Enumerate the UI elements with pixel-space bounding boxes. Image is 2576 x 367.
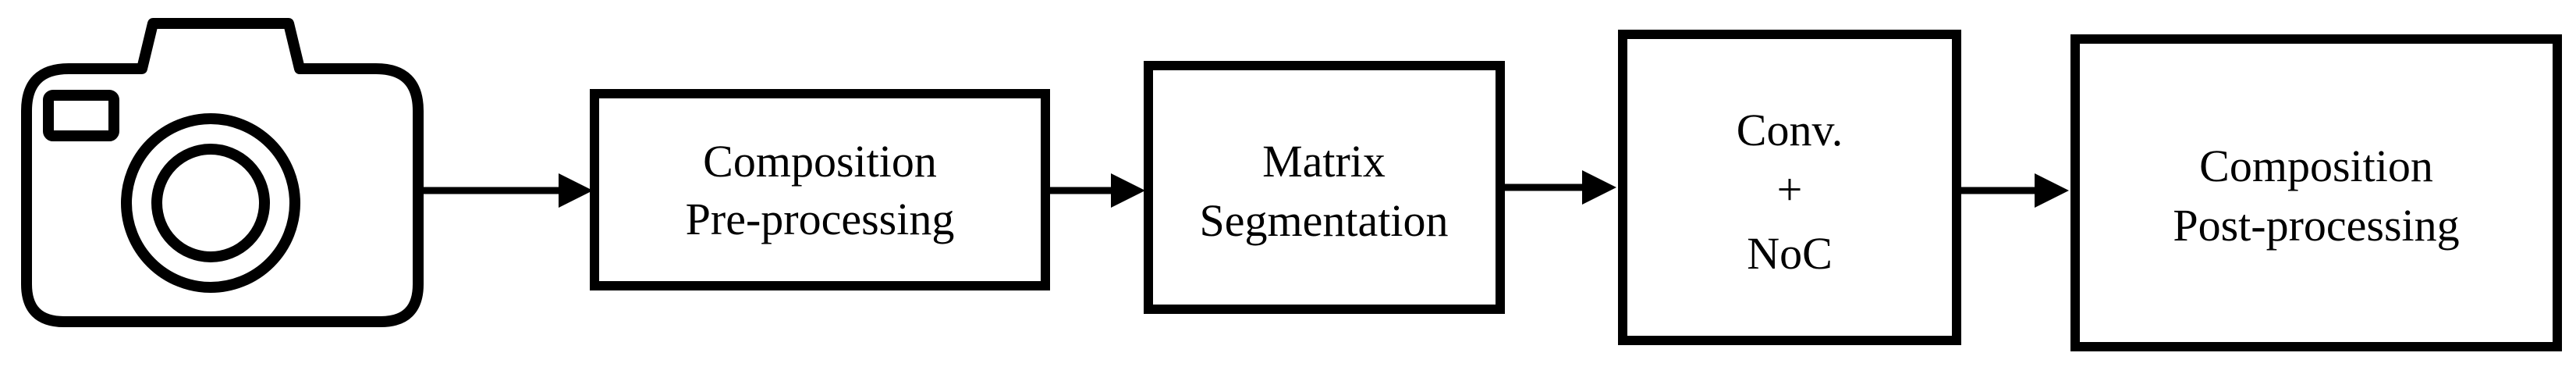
- step-label-post-line2: Post-processing: [2173, 200, 2459, 251]
- step-box-pre-processing: [590, 89, 1050, 290]
- camera-icon: [21, 18, 424, 327]
- step-box-segmentation: [1144, 61, 1505, 314]
- step-label-conv-line1: Conv.: [1737, 105, 1843, 155]
- step-label-conv-line2: +: [1777, 164, 1803, 215]
- arrows: [418, 170, 2069, 208]
- step-label-seg-line2: Segmentation: [1200, 195, 1449, 246]
- step-label-seg-line1: Matrix: [1262, 136, 1386, 187]
- step-boxes: [590, 30, 2562, 351]
- step-label-conv-line3: NoC: [1747, 228, 1833, 279]
- step-label-post-line1: Composition: [2199, 141, 2433, 191]
- step-box-post-processing: [2070, 34, 2562, 351]
- step-label-pre-line1: Composition: [703, 136, 937, 187]
- step-labels: Composition Pre-processing Matrix Segmen…: [686, 105, 2460, 279]
- step-box-conv-noc: [1618, 30, 1961, 345]
- step-label-pre-line2: Pre-processing: [686, 194, 955, 244]
